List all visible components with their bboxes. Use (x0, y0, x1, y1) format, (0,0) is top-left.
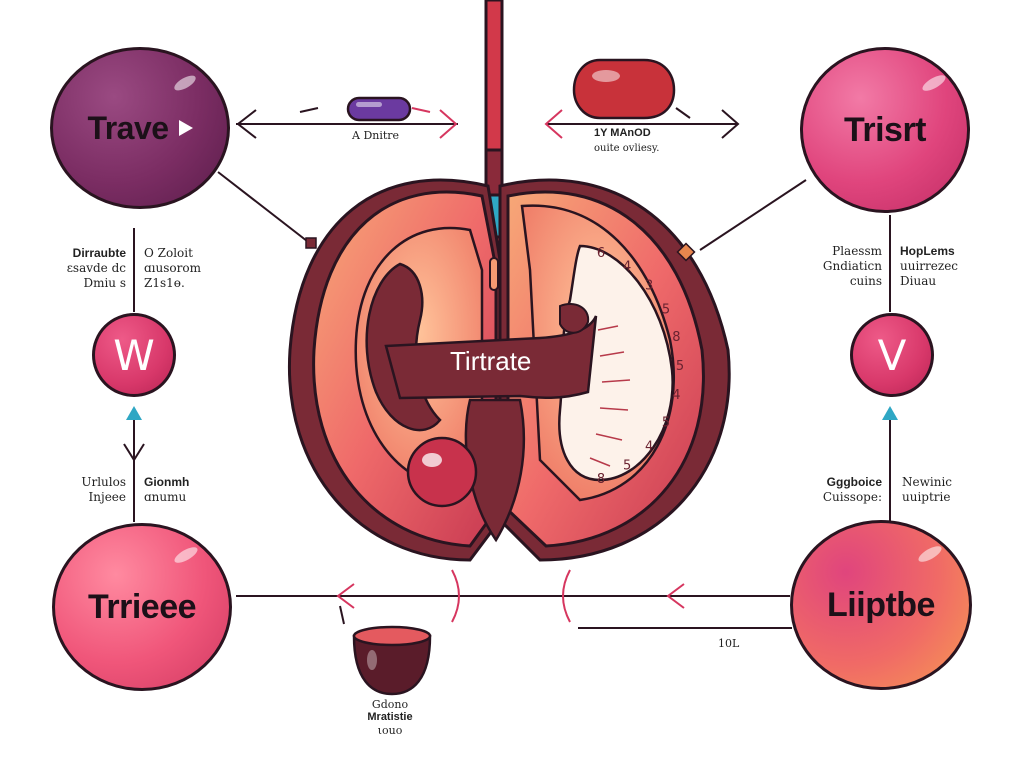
right-lower-text-4: uuiptrie (902, 490, 951, 504)
dial-number: 5 (676, 359, 684, 374)
node-small-right[interactable]: V (850, 313, 934, 397)
left-lower-text-2: Injeee (88, 490, 127, 504)
dial-number: 4 (623, 260, 631, 275)
right-upper-text-4: HopLems (900, 244, 955, 258)
play-icon (178, 120, 193, 136)
purple-capsule-caption: A Dnitre (352, 129, 400, 142)
right-upper-text-1: Plaessm (832, 244, 882, 258)
dial-number: 8 (597, 472, 605, 487)
node-top-right[interactable]: Trisrt (800, 47, 970, 213)
red-capsule (572, 58, 676, 120)
right-upper-text-5: uuirrezec (900, 259, 959, 273)
left-upper-text-4: O Zoloit (144, 246, 193, 260)
dial-number: 4 (672, 388, 680, 403)
right-upper-text-6: Diuau (900, 274, 937, 288)
node-bottom-left-label: Trrieee (87, 587, 197, 626)
right-upper-text-col1: Plaessm Gndiaticn cuins (808, 244, 882, 289)
left-lower-text-1: Urlulos (81, 475, 126, 489)
right-upper-text-col2: HopLems uuirrezec Diuau (900, 244, 958, 289)
red-capsule-caption-1: 1Y MAnOD (594, 127, 651, 139)
right-lower-text-2: Cuissope: (822, 490, 882, 504)
left-upper-text-2: ɛsavde dc (66, 261, 126, 275)
left-lower-text-3: Gionmh (144, 475, 190, 489)
left-upper-text-1: Dirraubte (72, 246, 126, 260)
organ-illustration (287, 178, 731, 562)
left-lower-text-4: ɑnumu (144, 490, 187, 504)
top-connectors (236, 107, 740, 139)
dial-number: 8 (672, 330, 680, 345)
left-upper-text-3: Dmiu s (83, 276, 126, 290)
node-top-left[interactable]: Trave (50, 47, 230, 209)
right-upper-text-2: Gndiaticn (822, 259, 882, 273)
purple-capsule (346, 96, 412, 122)
right-lower-text-3: Newinic (902, 475, 952, 489)
left-upper-text-col1: Dirraubte ɛsavde dc Dmiu s (52, 246, 126, 291)
dial-number: 3 (645, 279, 653, 294)
node-bottom-left[interactable]: Trrieee (52, 523, 232, 691)
left-upper-text-6: Z1s1ɵ. (144, 276, 185, 290)
left-upper-text-col2: O Zoloit ɑıusorom Z1s1ɵ. (144, 246, 201, 291)
left-lower-text-col1: Urlulos Injeee (58, 475, 126, 505)
bottom-cup-caption: Gdono Mratistie ιouo (342, 698, 438, 737)
bottom-cup-caption-3: ιouo (377, 724, 403, 737)
left-upper-text-5: ɑıusorom (144, 261, 201, 275)
diagonal-connectors (217, 171, 807, 251)
right-lower-text-1: Gggboice (826, 475, 882, 489)
dial-number: 5 (662, 303, 670, 318)
bottom-connectors (236, 569, 792, 629)
right-vertical-connector (882, 215, 898, 522)
node-small-left[interactable]: W (92, 313, 176, 397)
bottom-cup-caption-2: Mratistie (367, 711, 413, 723)
node-top-left-label: Trave (87, 109, 169, 146)
node-bottom-right[interactable]: Liiptbe (790, 520, 972, 690)
right-upper-text-3: cuins (849, 274, 882, 288)
bottom-cup-caption-1: Gdono (371, 698, 409, 711)
bottom-right-number: 10L (718, 637, 740, 650)
dial-number: 6 (597, 246, 605, 261)
bottom-cup (352, 625, 432, 696)
node-small-left-label: W (113, 330, 155, 380)
left-lower-text-col2: Gionmh ɑnumu (144, 475, 189, 505)
dial-number: 5 (623, 459, 631, 474)
left-vertical-connector (123, 228, 145, 522)
node-top-right-label: Trisrt (843, 110, 927, 149)
node-bottom-right-label: Liiptbe (827, 585, 935, 624)
right-lower-text-col1: Gggboice Cuissope: (810, 475, 882, 505)
node-small-right-label: V (877, 330, 907, 380)
dial-number: 5 (662, 415, 670, 430)
red-capsule-caption-2: ouite ovliesy. (594, 143, 660, 154)
center-label: Tirtrate (450, 346, 532, 376)
right-lower-text-col2: Newinic uuiptrie (902, 475, 952, 505)
dial-number: 4 (645, 439, 653, 454)
